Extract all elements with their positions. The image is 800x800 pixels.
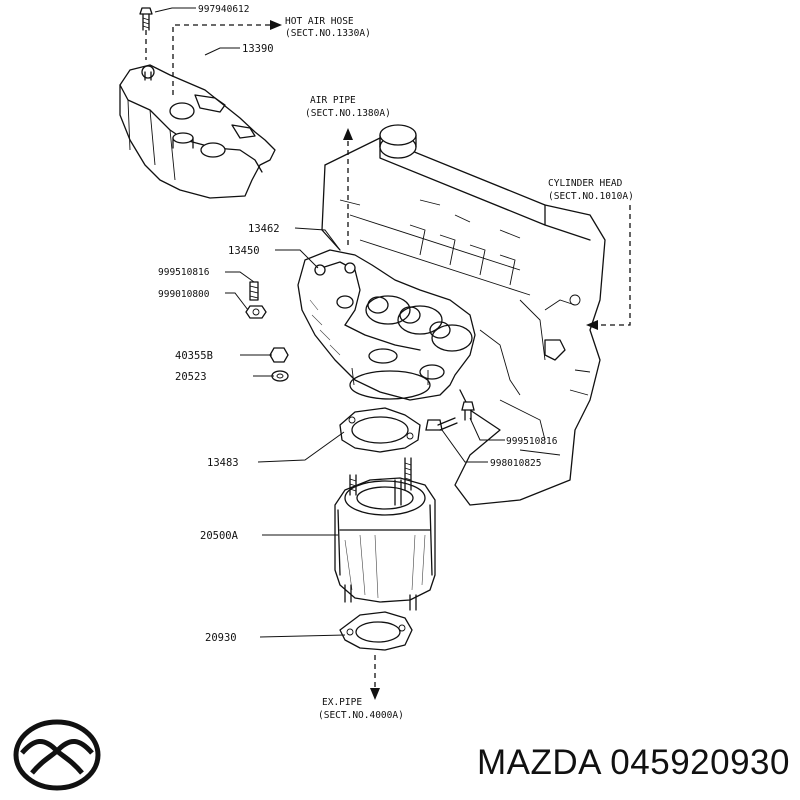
label-40355B: 40355B xyxy=(175,350,213,362)
air-pipe-section: (SECT.NO.1380A) xyxy=(305,108,391,119)
gasket-20930 xyxy=(339,611,413,651)
catalytic-converter-20500A xyxy=(334,457,436,611)
washer-20523 xyxy=(271,370,289,382)
air-pipe-arrow xyxy=(343,128,353,245)
stud-999510816-right xyxy=(461,401,475,421)
stud-999510816 xyxy=(249,281,259,301)
label-998010825: 998010825 xyxy=(490,458,541,469)
ex-pipe-section: (SECT.NO.4000A) xyxy=(318,710,404,721)
nut-40355B xyxy=(269,347,289,363)
part-caption: MAZDA 045920930 xyxy=(477,743,790,783)
cylinder-head-name: CYLINDER HEAD xyxy=(548,178,623,189)
label-20930: 20930 xyxy=(205,632,237,644)
cylinder-head-section: (SECT.NO.1010A) xyxy=(548,191,634,202)
exhaust-manifold-13450 xyxy=(297,249,476,401)
label-997940612: 997940612 xyxy=(198,4,249,15)
hot-air-hose-section: (SECT.NO.1330A) xyxy=(285,28,371,39)
label-20500A: 20500A xyxy=(200,530,239,542)
air-pipe-name: AIR PIPE xyxy=(310,95,356,106)
reference-labels: HOT AIR HOSE (SECT.NO.1330A) AIR PIPE (S… xyxy=(285,16,634,721)
label-13450: 13450 xyxy=(228,245,260,257)
ex-pipe-name: EX.PIPE xyxy=(322,697,362,708)
part-number: 045920930 xyxy=(610,743,790,782)
heat-insulator-13390 xyxy=(119,64,276,199)
brand-name: MAZDA xyxy=(476,743,601,782)
label-999010800: 999010800 xyxy=(158,289,210,300)
callout-labels: 997940612 13390 13462 13450 999510816 99… xyxy=(158,4,558,644)
footer: MAZDA 045920930 xyxy=(0,705,800,800)
bolt-998010825 xyxy=(425,417,458,431)
gasket-13483 xyxy=(339,407,421,453)
bolt-997940612 xyxy=(139,7,153,60)
label-999510816-left: 999510816 xyxy=(158,267,210,278)
nut-999010800 xyxy=(245,305,267,319)
label-13483: 13483 xyxy=(207,457,239,469)
hot-air-hose-name: HOT AIR HOSE xyxy=(285,16,354,27)
label-13390: 13390 xyxy=(242,43,274,55)
label-999510816-right: 999510816 xyxy=(506,436,558,447)
cylinder-head-block xyxy=(321,124,606,506)
mazda-logo-icon xyxy=(13,719,101,791)
ex-pipe-arrow xyxy=(370,655,380,700)
hot-air-hose-arrow xyxy=(172,20,282,95)
leader-lines xyxy=(154,7,505,638)
cylinder-head-leader xyxy=(586,205,631,330)
label-13462: 13462 xyxy=(248,223,280,235)
label-20523: 20523 xyxy=(175,371,207,383)
